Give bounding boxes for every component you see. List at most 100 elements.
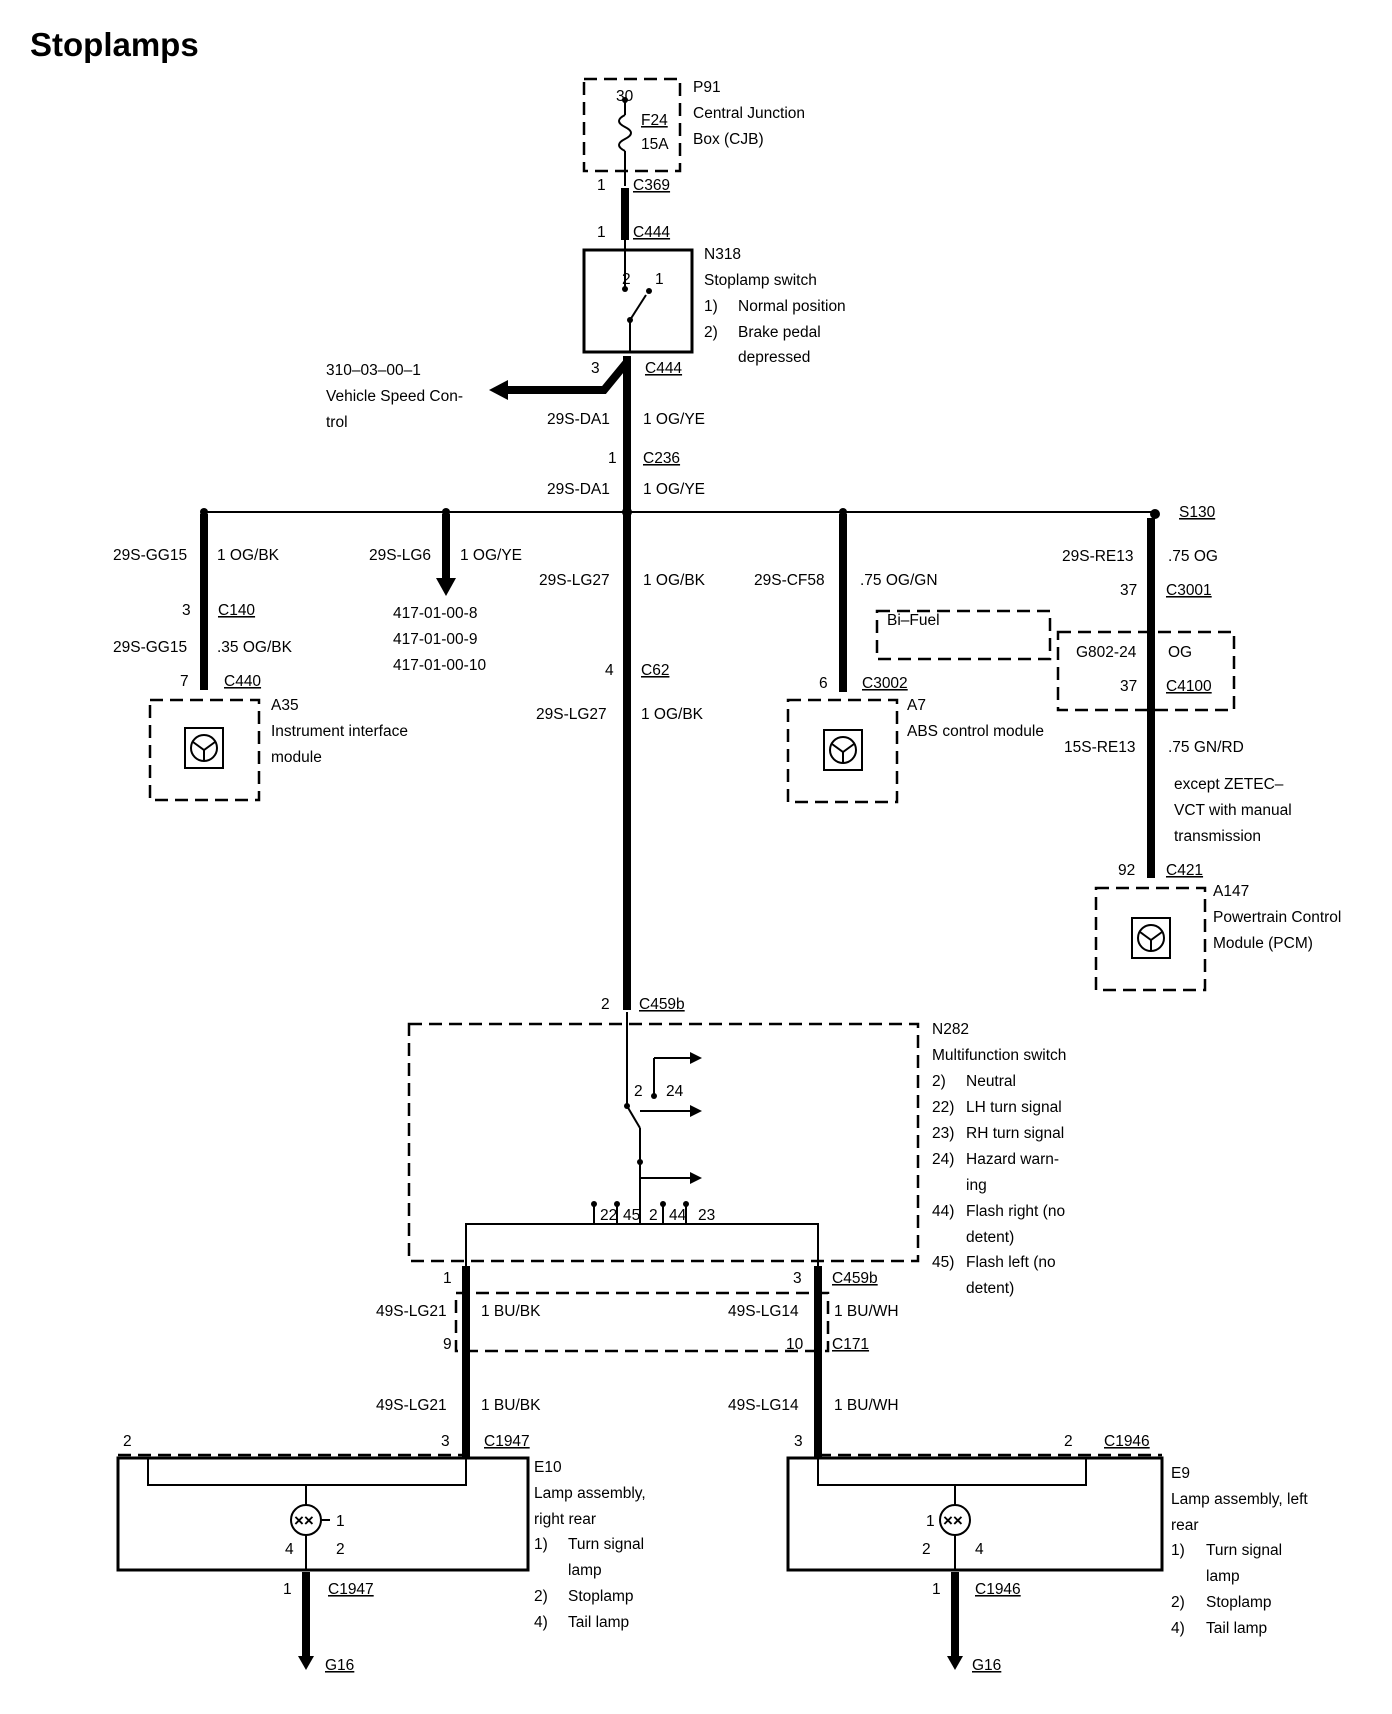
c444-out-pin: 3 <box>591 360 600 377</box>
c4100-pin: 37 <box>1120 678 1137 695</box>
switch-note-text: depressed <box>738 349 810 366</box>
pcm-note: except ZETEC– <box>1174 776 1284 793</box>
speed-control-arrow-icon <box>489 380 508 400</box>
rr-note-text: Turn signal <box>568 1536 644 1553</box>
rr-name-line1: Lamp assembly, <box>534 1485 646 1502</box>
lr-lamp-pin-2: 2 <box>922 1541 931 1558</box>
feed-wire: 1 OG/YE <box>643 411 705 428</box>
abs-wire: .75 OG/GN <box>860 572 938 589</box>
lg6-ref: 417-01-00-8 <box>393 605 477 622</box>
pcm-name-line2: Module (PCM) <box>1213 935 1313 952</box>
c3002-pin: 6 <box>819 675 828 692</box>
cjb-name-line2: Box (CJB) <box>693 131 764 148</box>
feed-wire-2: 1 OG/YE <box>643 481 705 498</box>
c459b-out-pin-1: 1 <box>443 1270 452 1287</box>
c440-connector: C440 <box>224 673 261 690</box>
rr-note-num: 2) <box>534 1588 548 1605</box>
lr-circuit: 49S-LG14 <box>728 1303 799 1320</box>
c440-pin: 7 <box>180 673 189 690</box>
main-wire: 1 OG/BK <box>643 572 706 589</box>
c369-pin: 1 <box>597 177 606 194</box>
mfs-note-num: 44) <box>932 1203 954 1220</box>
lr-pin-2: 2 <box>1064 1433 1073 1450</box>
mfs-note-text: Flash right (no <box>966 1203 1065 1220</box>
lr-circuit-2: 49S-LG14 <box>728 1397 799 1414</box>
rr-note-num: 4) <box>534 1614 548 1631</box>
c459b-out-pin-3: 3 <box>793 1270 802 1287</box>
c171-right-pin: 10 <box>786 1336 804 1353</box>
lg6-arrow-icon <box>436 578 456 596</box>
mfs-note-num: 2) <box>932 1073 946 1090</box>
lr-note-num: 2) <box>1171 1594 1185 1611</box>
feed-circuit-2: 29S-DA1 <box>547 481 610 498</box>
splice-s130 <box>1150 509 1160 519</box>
pcm-note: VCT with manual <box>1174 802 1292 819</box>
ground-symbol-icon <box>184 727 224 769</box>
c421-connector: C421 <box>1166 862 1203 879</box>
c459b-in-pin: 2 <box>601 996 610 1013</box>
c140-connector: C140 <box>218 602 255 619</box>
ground-icon <box>298 1656 314 1670</box>
lr-note-num: 4) <box>1171 1620 1185 1637</box>
lr-ground-id: G16 <box>972 1657 1001 1674</box>
c1947-connector: C1947 <box>484 1433 530 1450</box>
ground-icon <box>947 1656 963 1670</box>
lr-note-text: Tail lamp <box>1206 1620 1267 1637</box>
rr-lamp-pin-4: 4 <box>285 1541 294 1558</box>
c236-connector: C236 <box>643 450 680 467</box>
c444-in-pin: 1 <box>597 224 606 241</box>
main-circuit: 29S-LG27 <box>539 572 610 589</box>
pcm-note: transmission <box>1174 828 1261 845</box>
pcm-wire-2: .75 GN/RD <box>1168 739 1244 756</box>
switch-note-text: Normal position <box>738 298 846 315</box>
ipc-circuit-2: 29S-GG15 <box>113 639 187 656</box>
rr-lamp-pin-1: 1 <box>336 1513 345 1530</box>
instrument-interface-module <box>148 698 261 802</box>
rr-circuit: 49S-LG21 <box>376 1303 447 1320</box>
mfs-pin: 23 <box>698 1207 715 1224</box>
multifunction-switch <box>407 1012 920 1266</box>
mfs-pin: 45 <box>623 1207 640 1224</box>
lg6-wire: 1 OG/YE <box>460 547 522 564</box>
ipc-name-line2: module <box>271 749 322 766</box>
ground-symbol-icon <box>823 729 863 771</box>
lr-id: E9 <box>1171 1465 1190 1482</box>
mfs-note-num: 22) <box>932 1099 954 1116</box>
bifuel-label: Bi–Fuel <box>887 612 940 629</box>
c140-pin: 3 <box>182 602 191 619</box>
mfs-pin: 22 <box>600 1207 617 1224</box>
c62-connector: C62 <box>641 662 669 679</box>
lr-note-text: lamp <box>1206 1568 1240 1585</box>
c62-pin: 4 <box>605 662 614 679</box>
c171-connector: C171 <box>832 1336 869 1353</box>
feed-circuit: 29S-DA1 <box>547 411 610 428</box>
mfs-note-num: 24) <box>932 1151 954 1168</box>
switch-note-num: 2) <box>704 324 718 341</box>
mfs-pin: 44 <box>669 1207 687 1224</box>
ipc-circuit: 29S-GG15 <box>113 547 187 564</box>
lr-lamp-pin-4: 4 <box>975 1541 984 1558</box>
mfs-note-text: Hazard warn- <box>966 1151 1059 1168</box>
c171-left-pin: 9 <box>443 1336 452 1353</box>
ipc-id: A35 <box>271 697 299 714</box>
switch-contact-1: 1 <box>655 271 664 288</box>
powertrain-control-module <box>1094 886 1207 992</box>
lr-note-text: Stoplamp <box>1206 1594 1271 1611</box>
rr-note-text: Stoplamp <box>568 1588 633 1605</box>
mfs-id: N282 <box>932 1021 969 1038</box>
c459b-in-connector: C459b <box>639 996 685 1013</box>
bifuel-box <box>875 609 1052 661</box>
lg6-ref: 417-01-00-9 <box>393 631 477 648</box>
svg-text:××: ×× <box>294 1511 314 1530</box>
rr-ground-id: G16 <box>325 1657 354 1674</box>
rr-ground-connector: C1947 <box>328 1581 374 1598</box>
c3001-connector: C3001 <box>1166 582 1212 599</box>
cjb-name-line1: Central Junction <box>693 105 805 122</box>
lg6-ref: 417-01-00-10 <box>393 657 486 674</box>
c421-pin: 92 <box>1118 862 1135 879</box>
lamp-assembly-left-rear: ×× <box>786 1453 1164 1572</box>
mfs-note-num: 23) <box>932 1125 954 1142</box>
rr-note-num: 1) <box>534 1536 548 1553</box>
mfs-pin: 2 <box>649 1207 658 1224</box>
rr-lamp-pin-2: 2 <box>336 1541 345 1558</box>
